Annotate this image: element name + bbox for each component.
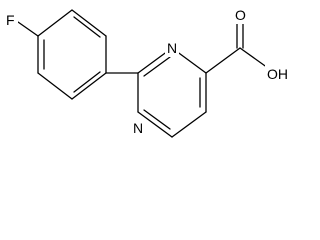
carbonyl-oxygen-label-bg	[233, 6, 247, 24]
bond-c6-n1	[137, 111, 173, 138]
bond-c2-c3	[71, 9, 107, 37]
bond-c5-c6	[37, 72, 73, 100]
nitrogen-top-label-bg	[165, 39, 179, 57]
nitrogen-top-atom-label: N	[167, 40, 177, 56]
hydroxyl-group-label: OH	[267, 66, 288, 82]
nitrogen-bottom-atom-label: N	[133, 120, 143, 136]
carboxylic-acid-group	[205, 21, 269, 74]
hydroxyl-label-bg	[265, 65, 293, 83]
double-bond-inner-c4-c5	[73, 71, 101, 93]
double-bond-inner-c2-n3	[143, 56, 171, 77]
bond-c4-c5	[71, 72, 107, 100]
fluorine-atom-label: F	[6, 12, 15, 28]
bond-c1-c2	[37, 9, 73, 37]
carbonyl-oxygen-atom-label: O	[235, 7, 246, 23]
bond-c-f	[17, 21, 39, 37]
bond-c5-c6	[171, 111, 207, 138]
double-bond-inner-c2-c3	[73, 16, 101, 38]
double-bond-inner-c6-n1	[143, 109, 171, 130]
bond-ring-carboxyl	[205, 47, 241, 74]
nitrogen-bottom-label-bg	[131, 119, 145, 137]
chemical-structure-diagram: F N N O OH	[4, 6, 293, 138]
fluorine-label-bg	[4, 11, 18, 29]
fluorophenyl-ring	[37, 9, 107, 100]
bond-c-oh	[239, 47, 269, 69]
pyrimidine-ring	[137, 47, 207, 138]
